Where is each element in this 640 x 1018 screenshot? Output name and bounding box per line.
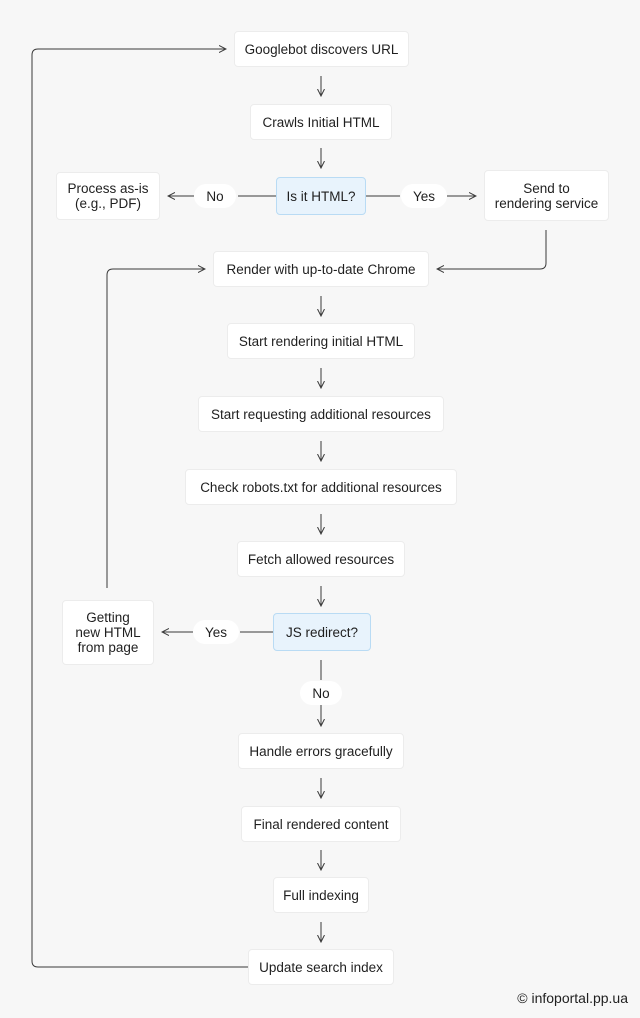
node-full-indexing: Full indexing <box>273 877 369 913</box>
node-start-rendering: Start rendering initial HTML <box>227 323 415 359</box>
node-process-as-is: Process as-is (e.g., PDF) <box>56 172 160 220</box>
arrow-update-discover <box>31 49 248 968</box>
node-js-redirect: JS redirect? <box>273 613 371 651</box>
arrow-getting-render <box>106 269 205 588</box>
edge-label-yes-redirect: Yes <box>193 620 239 644</box>
node-start-requesting: Start requesting additional resources <box>198 396 444 432</box>
node-update-search-index: Update search index <box>248 949 394 985</box>
node-final-rendered: Final rendered content <box>241 806 401 842</box>
node-send-to-rendering: Send to rendering service <box>484 170 609 221</box>
watermark: © infoportal.pp.ua <box>517 990 628 1006</box>
node-render-chrome: Render with up-to-date Chrome <box>213 251 429 287</box>
edge-label-yes-send: Yes <box>401 184 447 208</box>
node-googlebot-discovers: Googlebot discovers URL <box>234 31 409 67</box>
arrow-send-render <box>437 230 547 269</box>
node-fetch-allowed: Fetch allowed resources <box>237 541 405 577</box>
edge-label-no-process: No <box>194 184 236 208</box>
node-check-robots: Check robots.txt for additional resource… <box>185 469 457 505</box>
node-is-it-html: Is it HTML? <box>276 177 366 215</box>
node-crawls-initial-html: Crawls Initial HTML <box>250 104 392 140</box>
node-getting-new-html: Getting new HTML from page <box>62 600 154 665</box>
node-handle-errors: Handle errors gracefully <box>238 733 404 769</box>
edge-label-no-redirect: No <box>300 681 342 705</box>
